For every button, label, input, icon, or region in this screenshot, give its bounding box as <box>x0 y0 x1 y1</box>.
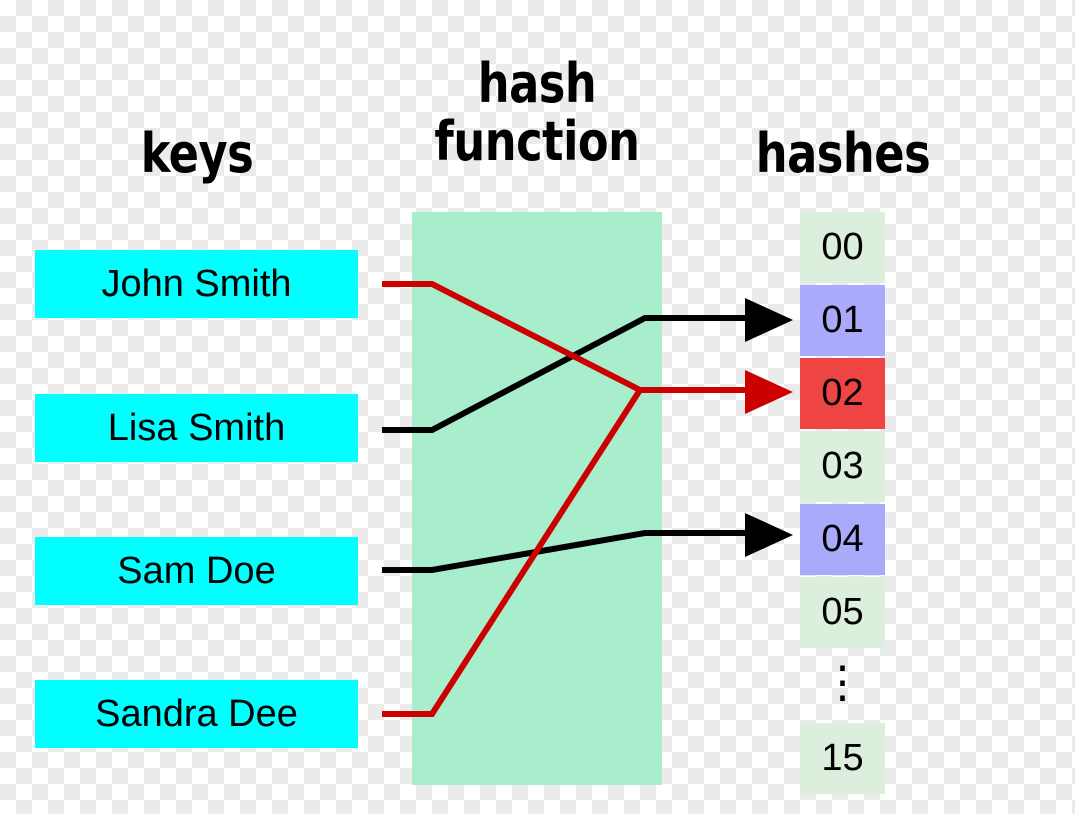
hash-cell-02[interactable]: 02 <box>800 358 885 429</box>
hash-cell-15[interactable]: 15 <box>800 723 885 794</box>
heading-hashes: hashes <box>755 122 931 185</box>
key-label: Sam Doe <box>117 549 276 592</box>
ellipsis-label: ⋮ <box>820 658 865 707</box>
key-box-sam-doe[interactable]: Sam Doe <box>35 537 358 605</box>
hash-label: 01 <box>821 299 864 341</box>
hash-cell-01[interactable]: 01 <box>800 285 885 356</box>
key-label: Lisa Smith <box>107 406 286 449</box>
arrowhead-02 <box>745 370 793 414</box>
heading-hash-function: hash function <box>434 52 640 174</box>
hash-label: 03 <box>821 445 864 487</box>
hash-label: 15 <box>821 737 864 779</box>
hash-label: 02 <box>821 372 864 414</box>
hash-cell-03[interactable]: 03 <box>800 431 885 502</box>
hash-label: 05 <box>821 591 864 633</box>
hash-cell-00[interactable]: 00 <box>800 212 885 283</box>
arrowhead-04 <box>745 513 793 557</box>
hash-cell-05[interactable]: 05 <box>800 577 885 648</box>
key-label: Sandra Dee <box>95 692 298 735</box>
hash-cell-04[interactable]: 04 <box>800 504 885 575</box>
arrowhead-01 <box>745 298 793 342</box>
hash-label: 04 <box>821 518 864 560</box>
heading-keys: keys <box>140 122 254 185</box>
key-box-lisa-smith[interactable]: Lisa Smith <box>35 394 358 462</box>
key-box-john-smith[interactable]: John Smith <box>35 250 358 318</box>
key-box-sandra-dee[interactable]: Sandra Dee <box>35 680 358 748</box>
key-label: John Smith <box>101 262 292 305</box>
hash-cells-ellipsis: ⋮ <box>800 650 885 716</box>
hash-label: 00 <box>821 226 864 268</box>
hash-function-box <box>412 212 662 785</box>
